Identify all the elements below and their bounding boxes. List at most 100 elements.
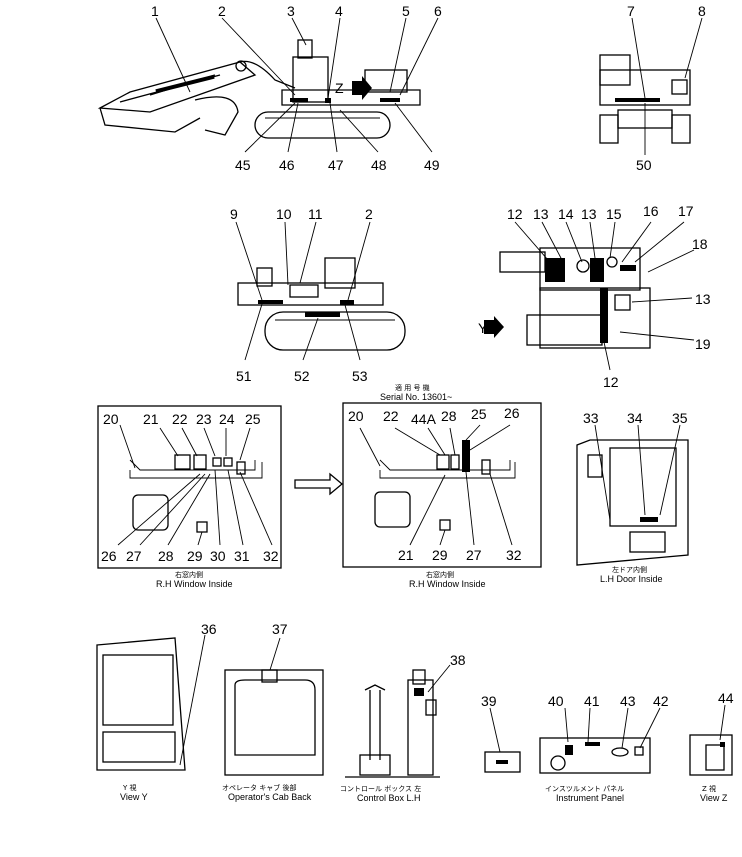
callout-12: 12 (507, 206, 523, 222)
callout-8: 8 (698, 3, 706, 19)
callout-11: 11 (308, 206, 323, 222)
callout-a27: 27 (126, 548, 142, 564)
callout-b28: 28 (441, 408, 457, 424)
callout-47: 47 (328, 157, 344, 173)
callout-b21: 21 (398, 547, 414, 563)
instrument-panel (484, 707, 661, 774)
callout-b27: 27 (466, 547, 482, 563)
control-box-caption: Control Box L.H (357, 793, 421, 803)
callout-6: 6 (434, 3, 442, 19)
view-z-caption-jp: Z 視 (702, 784, 716, 793)
callout-a31: 31 (234, 548, 250, 564)
leader-lines (155, 17, 703, 371)
excavator-side-view (97, 39, 421, 139)
callout-50: 50 (636, 157, 652, 173)
callout-2: 2 (218, 3, 226, 19)
callout-numbers: 1 2 3 4 5 6 7 8 Z 45 46 47 48 49 50 9 10… (101, 3, 734, 803)
callout-a25: 25 (245, 411, 261, 427)
view-y-caption-jp: Y 視 (122, 783, 137, 792)
callout-43: 43 (620, 693, 636, 709)
cab-caption: Operator's Cab Back (228, 792, 312, 802)
serial-caption: Serial No. 13601~ (380, 392, 452, 402)
callout-51: 51 (236, 368, 252, 384)
control-box-lh (345, 664, 451, 778)
callout-41: 41 (584, 693, 600, 709)
callout-5: 5 (402, 3, 410, 19)
callout-42: 42 (653, 693, 669, 709)
cab-caption-jp: オペレータ キャブ 後部 (222, 783, 296, 792)
callout-b44A: 44A (411, 411, 437, 427)
callout-b25: 25 (471, 406, 487, 422)
callout-46: 46 (279, 157, 295, 173)
callout-49: 49 (424, 157, 440, 173)
callout-a21: 21 (143, 411, 159, 427)
callout-44: 44 (718, 690, 734, 706)
callout-52: 52 (294, 368, 310, 384)
callout-c35: 35 (672, 410, 688, 426)
rh-window-panel-1 (97, 405, 282, 569)
lh-door-panel (576, 424, 689, 566)
view-z-caption: View Z (700, 793, 728, 803)
callout-a24: 24 (219, 411, 235, 427)
callout-13c: 13 (695, 291, 711, 307)
callout-c33: 33 (583, 410, 599, 426)
callout-a32: 32 (263, 548, 279, 564)
callout-13: 13 (533, 206, 549, 222)
callout-a20: 20 (103, 411, 119, 427)
callout-48: 48 (371, 157, 387, 173)
view-y-marker: Y (478, 320, 488, 336)
view-z-marker: Z (335, 80, 344, 96)
callout-36: 36 (201, 621, 217, 637)
callout-a26: 26 (101, 548, 117, 564)
callout-18: 18 (692, 236, 708, 252)
callout-b29: 29 (432, 547, 448, 563)
rh-window-caption-jp-2: 右窓内側 (426, 570, 454, 579)
callout-b32: 32 (506, 547, 522, 563)
rh-window-caption-jp-1: 右窓内側 (175, 570, 203, 579)
callout-37: 37 (272, 621, 288, 637)
callout-a30: 30 (210, 548, 226, 564)
callout-2b: 2 (365, 206, 373, 222)
callout-16: 16 (643, 203, 659, 219)
callout-4: 4 (335, 3, 343, 19)
excavator-top-view (484, 247, 651, 349)
view-y-door (96, 634, 206, 771)
rh-window-panel-2 (342, 402, 542, 568)
callout-c34: 34 (627, 410, 643, 426)
control-box-caption-jp: コントロール ボックス 左 (340, 784, 421, 793)
callout-15: 15 (606, 206, 622, 222)
callout-12b: 12 (603, 374, 619, 390)
callout-3: 3 (287, 3, 295, 19)
callout-14: 14 (558, 206, 574, 222)
callout-a29: 29 (187, 548, 203, 564)
callout-b20: 20 (348, 408, 364, 424)
transition-arrow (294, 472, 344, 496)
instrument-panel-caption-jp: インスツルメント パネル (545, 785, 624, 793)
callout-9: 9 (230, 206, 238, 222)
callout-39: 39 (481, 693, 497, 709)
callout-53: 53 (352, 368, 368, 384)
lh-door-caption-jp: 左ドア内側 (612, 565, 647, 574)
lh-door-caption: L.H Door Inside (600, 574, 663, 584)
callout-1: 1 (151, 3, 159, 19)
callout-19: 19 (695, 336, 711, 352)
callout-b26: 26 (504, 405, 520, 421)
callout-7: 7 (627, 3, 635, 19)
callout-a22: 22 (172, 411, 188, 427)
rh-window-caption-2: R.H Window Inside (409, 579, 486, 589)
cab-back (224, 637, 324, 776)
excavator-left-view (237, 257, 406, 351)
callout-40: 40 (548, 693, 564, 709)
instrument-panel-caption: Instrument Panel (556, 793, 624, 803)
callout-13b: 13 (581, 206, 597, 222)
callout-10: 10 (276, 206, 292, 222)
view-z (689, 704, 733, 776)
callout-17: 17 (678, 203, 694, 219)
callout-38: 38 (450, 652, 466, 668)
view-y-caption: View Y (120, 792, 148, 802)
callout-b22: 22 (383, 408, 399, 424)
callout-45: 45 (235, 157, 251, 173)
rh-window-caption-1: R.H Window Inside (156, 579, 233, 589)
serial-caption-jp: 適 用 号 機 (395, 383, 430, 392)
